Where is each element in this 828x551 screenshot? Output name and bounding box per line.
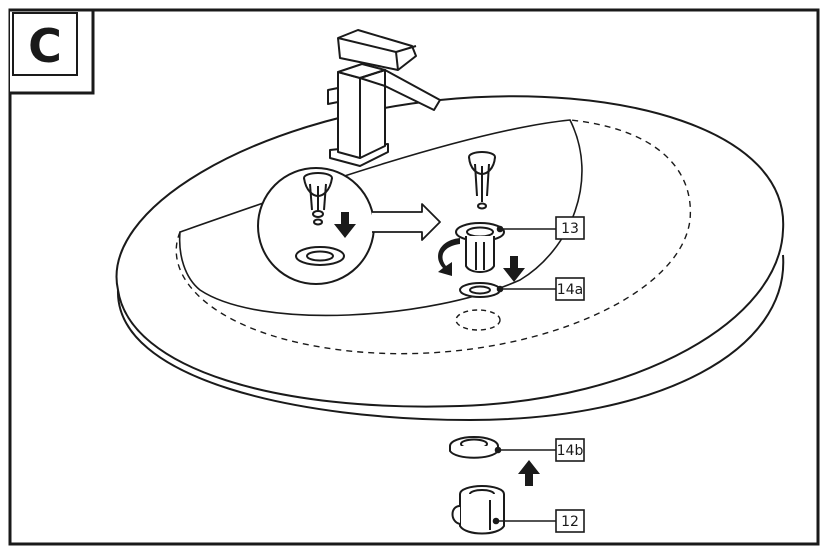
drain-body-part [451,485,505,535]
step-label-box: C [10,8,95,95]
step-label: C [28,19,62,73]
callout-13: 13 [555,216,585,240]
drain-flange-part [455,222,505,273]
callout-12-label: 12 [561,514,579,530]
rotate-arrow-icon [438,238,460,276]
callout-14b-label: 14b [557,443,584,459]
down-arrow-icon [503,256,525,282]
up-arrow-icon [518,460,540,486]
callout-13-label: 13 [561,221,579,237]
callout-14a-label: 14a [557,282,583,298]
callout-14a: 14a [555,277,585,301]
gasket-14a [459,282,501,298]
pop-up-plug-icon [303,172,333,226]
transition-arrow-icon [372,203,441,241]
gasket-14b [449,436,499,459]
callout-leaders [492,225,556,525]
basin [115,95,785,422]
plug-part [468,151,496,210]
callout-14b: 14b [555,438,585,462]
callout-12: 12 [555,509,585,533]
faucet-illustration [327,29,441,167]
down-arrow-icon [334,212,356,238]
detail-magnifier [257,167,375,285]
